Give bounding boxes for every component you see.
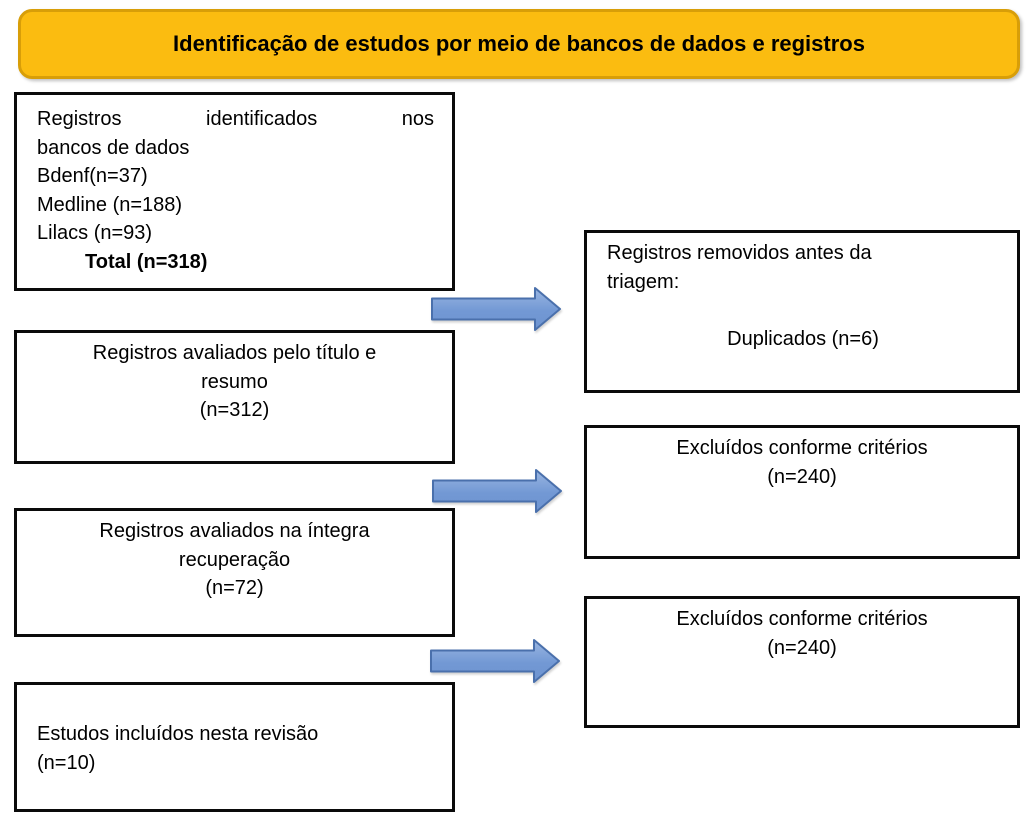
box-line: Estudos incluídos nesta revisão [37,723,319,745]
box-line: Bdenf(n=37) [37,165,148,187]
box-avaliados-titulo-resumo: Registros avaliados pelo título e resumo… [14,330,455,464]
box-line: (n=72) [205,577,264,599]
banner-identification: Identificação de estudos por meio de ban… [18,9,1020,79]
box-line: resumo [201,370,268,393]
arrow-right-icon-2 [432,469,562,513]
box-line: Registros avaliados na íntegra [99,520,370,542]
box-removidos-triagem: Registros removidos antes da triagem: Du… [584,230,1020,393]
box-line: (n=312) [199,399,270,421]
box-total-line: Total (n=318) [85,250,208,273]
box-line: Medline (n=188) [37,193,183,216]
box-estudos-incluidos: Estudos incluídos nesta revisão (n=10) [14,682,455,812]
box-line: (n=10) [37,751,96,774]
blank-line [607,296,999,325]
box-line: (n=240) [767,636,837,659]
box-line: (n=240) [767,465,837,488]
box-line: Lilacs (n=93) [37,222,153,244]
box-line: Excluídos conforme critérios [676,437,928,459]
box-line: Excluídos conforme critérios [676,608,928,630]
arrow-right-icon-3 [430,639,560,683]
box-line: recuperação [178,548,291,571]
box-line: Registros avaliados pelo título e [92,342,377,364]
box-line: Registros identificados nos [37,108,434,130]
box-avaliados-integra: Registros avaliados na íntegra recuperaç… [14,508,455,637]
banner-title: Identificação de estudos por meio de ban… [173,31,865,56]
box-registros-identificados: Registros identificados nos bancos de da… [14,92,455,291]
box-line: Registros removidos antes da [607,242,872,264]
arrow-right-icon-1 [431,287,561,331]
box-line: bancos de dados [37,136,190,159]
box-excluidos-criterios-1: Excluídos conforme critérios (n=240) [584,425,1020,559]
box-line: Duplicados (n=6) [727,328,879,350]
box-excluidos-criterios-2: Excluídos conforme critérios (n=240) [584,596,1020,728]
box-line: triagem: [607,270,680,293]
